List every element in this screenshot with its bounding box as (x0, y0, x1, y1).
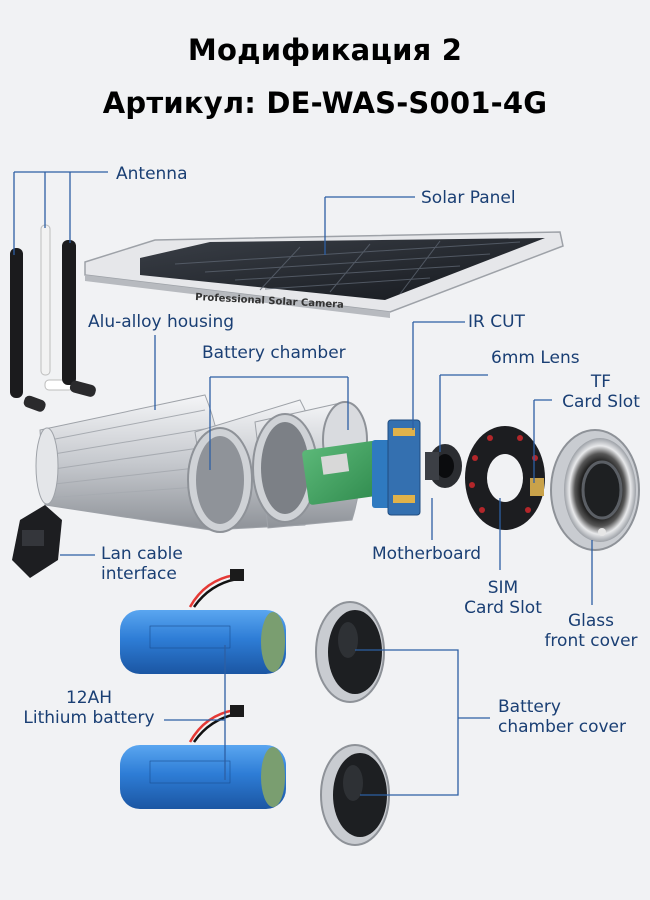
glass-front-cover (551, 430, 639, 550)
ir-led-board (465, 426, 545, 530)
label-battery-chamber-cover: Battery chamber cover (498, 697, 626, 737)
label-battery-chamber-cover-line1: Battery (498, 697, 626, 717)
label-lan-cable-line1: Lan cable (101, 544, 183, 564)
label-ir-cut: IR CUT (468, 312, 525, 332)
lan-cable-interface (12, 505, 62, 578)
label-sim-card-slot-line1: SIM (448, 578, 558, 598)
battery-chamber-cover-upper (316, 602, 384, 702)
label-antenna: Antenna (116, 164, 188, 184)
lithium-battery-upper (120, 569, 286, 674)
label-solar-panel: Solar Panel (421, 188, 516, 208)
label-alu-alloy-housing: Alu-alloy housing (88, 312, 234, 332)
label-lan-cable-interface: Lan cable interface (101, 544, 183, 584)
label-glass-front-cover-line2: front cover (536, 631, 646, 651)
label-battery-chamber: Battery chamber (202, 343, 346, 363)
label-lan-cable-line2: interface (101, 564, 183, 584)
label-tf-card-slot-line2: Card Slot (556, 392, 646, 412)
label-lithium-battery-line2: Lithium battery (14, 708, 164, 728)
antennas (10, 225, 97, 413)
label-motherboard: Motherboard (372, 544, 481, 564)
label-battery-chamber-cover-line2: chamber cover (498, 717, 626, 737)
label-lithium-battery-line1: 12AH (14, 688, 164, 708)
lens (425, 444, 462, 488)
label-tf-card-slot: TF Card Slot (556, 372, 646, 412)
label-lithium-battery: 12AH Lithium battery (14, 688, 164, 728)
label-glass-front-cover-line1: Glass (536, 611, 646, 631)
label-lens: 6mm Lens (491, 348, 580, 368)
label-tf-card-slot-line1: TF (556, 372, 646, 392)
solar-panel: Professional Solar Camera (85, 232, 563, 318)
label-glass-front-cover: Glass front cover (536, 611, 646, 651)
